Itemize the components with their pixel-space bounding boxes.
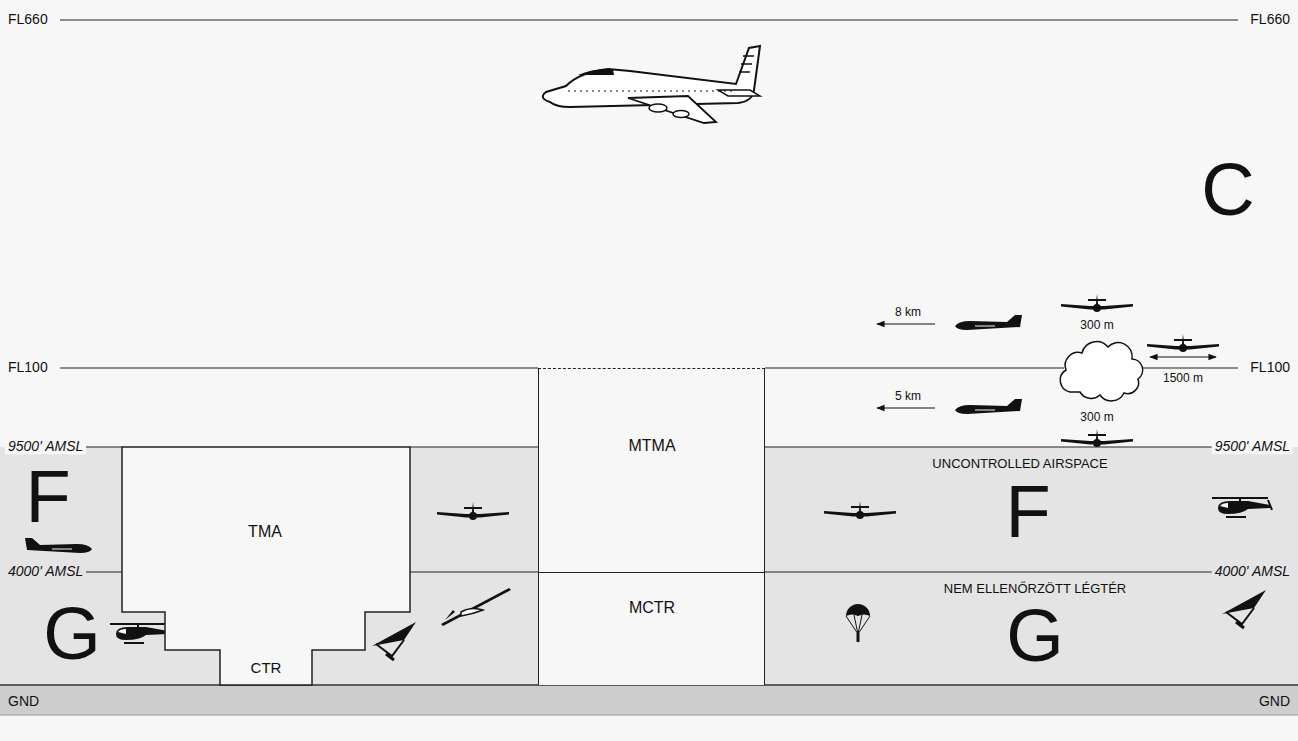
ctr-region: CTR [220,650,312,685]
distance-label: 300 m [1077,411,1116,424]
region-name: MTMA [628,438,675,454]
level-label: FL660 [1247,12,1293,27]
airspace-class: G [1003,599,1067,673]
level-label: FL100 [1247,360,1293,375]
ground-label: GND [5,694,42,709]
tma-region: TMA CTR [122,447,410,685]
region-name: MCTR [629,600,675,616]
level-label: 4000' AMSL [1212,564,1293,579]
distance-label: 1500 m [1160,372,1206,385]
level-label: FL660 [5,12,51,27]
mctr-region: MCTR [538,572,765,685]
airspace-class: C [1198,153,1257,227]
level-label: FL100 [5,360,51,375]
airspace-class: G [40,597,104,671]
region-name: CTR [251,660,282,675]
distance-label: 5 km [892,390,924,403]
distance-label: 8 km [892,306,924,319]
airspace-note: UNCONTROLLED AIRSPACE [929,457,1110,471]
level-label: 4000' AMSL [5,564,86,579]
level-label: 9500' AMSL [1212,439,1293,454]
airspace-note: NEM ELLENŐRZÖTT LÉGTÉR [941,582,1130,596]
tma-outline [122,447,410,685]
airspace-class: F [22,460,73,534]
distance-label: 300 m [1077,319,1116,332]
region-name: TMA [248,524,282,540]
ground-label: GND [1256,694,1293,709]
mtma-region: MTMA [538,368,765,572]
level-label: 9500' AMSL [5,439,86,454]
airspace-class: F [1002,475,1053,549]
